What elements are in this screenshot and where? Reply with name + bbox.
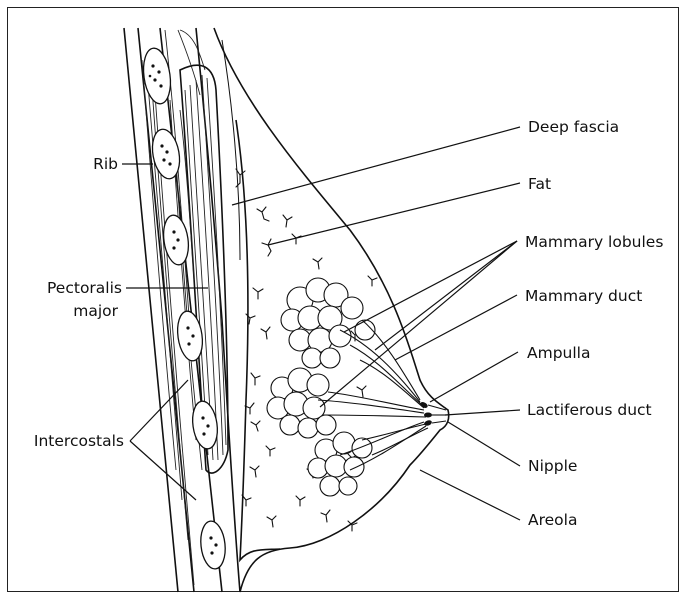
label-pectoralis-line2: major <box>73 302 118 320</box>
mammary-lobules <box>267 278 375 496</box>
rib-4 <box>175 310 206 363</box>
leader-lines-right <box>232 127 520 520</box>
ampullae <box>419 401 448 427</box>
label-mammary-lobules: Mammary lobules <box>525 233 663 251</box>
label-deep-fascia: Deep fascia <box>528 118 619 136</box>
label-pectoralis-line1: Pectoralis <box>47 279 122 297</box>
label-fat: Fat <box>528 175 551 193</box>
rib-3 <box>161 214 192 267</box>
chest-wall <box>124 28 240 592</box>
label-ampulla: Ampulla <box>527 344 590 362</box>
label-areola: Areola <box>528 511 577 529</box>
label-mammary-duct: Mammary duct <box>525 287 642 305</box>
label-intercostals: Intercostals <box>34 432 124 450</box>
label-rib: Rib <box>93 155 118 173</box>
rib-6 <box>199 520 228 570</box>
label-lactiferous-duct: Lactiferous duct <box>527 401 652 419</box>
label-nipple: Nipple <box>528 457 577 475</box>
